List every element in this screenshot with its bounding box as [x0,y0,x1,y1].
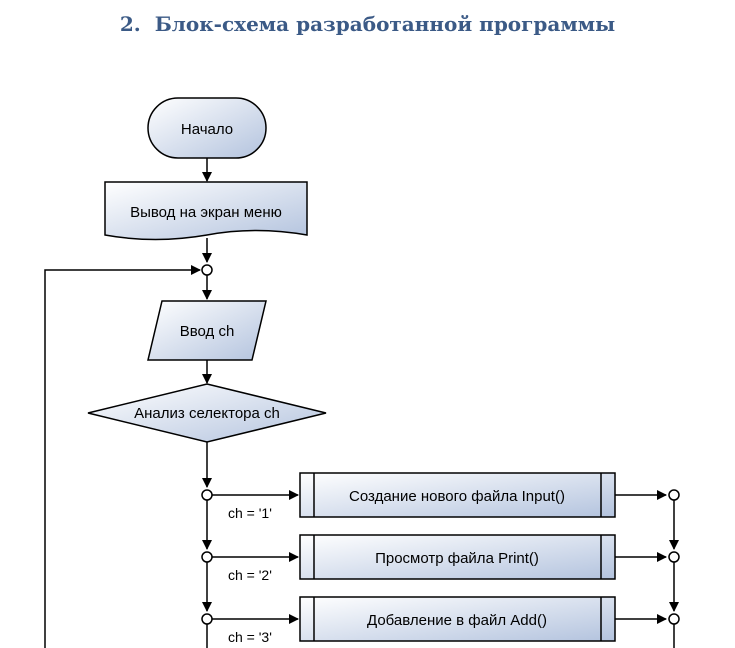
branch-3-condition: ch = '3' [228,629,272,645]
menu-output-display: Вывод на экран меню [104,181,308,241]
section-title: Блок-схема разработанной программы [154,12,616,36]
branch-3-exit-junction [668,613,680,625]
loop-return-line [44,265,201,648]
loop-junction [201,264,213,276]
branch-1-exit-junction [668,489,680,501]
branch-1-condition: ch = '1' [228,505,272,521]
branch-3: ch = '3' Добавление в файл Add() [201,596,680,645]
branch-1-junction [201,489,213,501]
branch-2-exit-junction [668,551,680,563]
input-parallelogram: Ввод ch [147,300,267,361]
start-terminator: Начало [147,97,267,159]
menu-output-label: Вывод на экран меню [130,204,282,221]
branch-3-process: Добавление в файл Add() [299,596,616,642]
section-heading: 2. Блок-схема разработанной программы [0,12,735,36]
branch-2-junction [201,551,213,563]
branch-2-action: Просмотр файла Print() [375,550,539,567]
branch-1: ch = '1' Создание нового файла Input() [201,472,680,521]
branch-1-action: Создание нового файла Input() [349,488,565,505]
branch-2-process: Просмотр файла Print() [299,534,616,580]
decision-diamond: Анализ селектора ch [87,383,327,443]
start-label: Начало [181,121,233,138]
branch-3-junction [201,613,213,625]
decision-label: Анализ селектора ch [134,405,280,422]
branch-1-process: Создание нового файла Input() [299,472,616,518]
branch-3-action: Добавление в файл Add() [367,612,547,629]
branch-2: ch = '2' Просмотр файла Print() [201,534,680,583]
input-label: Ввод ch [180,323,235,340]
section-number: 2. [119,12,141,36]
branch-2-condition: ch = '2' [228,567,272,583]
